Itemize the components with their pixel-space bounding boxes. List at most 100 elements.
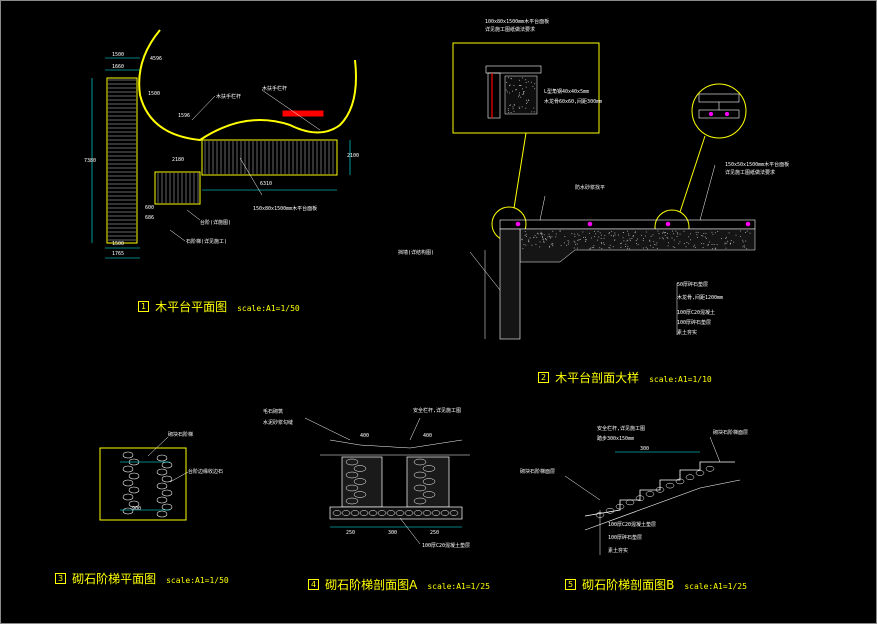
- dim-2180: 2180: [172, 157, 185, 163]
- stone-shape: [128, 486, 140, 494]
- gravel-dot: [627, 239, 629, 241]
- gravel-dot: [688, 236, 690, 238]
- gravel-dot: [576, 243, 578, 245]
- section-note-8: 50厚碎石垫层: [677, 282, 709, 288]
- stone-shape: [675, 478, 685, 485]
- step-section-b: [564, 436, 741, 555]
- gravel-dot: [685, 246, 687, 248]
- gravel-dot: [585, 241, 587, 243]
- gravel-dot: [578, 239, 580, 241]
- stepA-note-3: 安全栏杆,详见施工图: [413, 408, 462, 414]
- gravel-dot: [742, 239, 744, 241]
- gravel-dot: [507, 109, 509, 111]
- gravel-dot: [555, 236, 557, 238]
- gravel-dot: [742, 246, 744, 248]
- stone-shape: [122, 465, 134, 473]
- gravel-dot: [712, 233, 714, 235]
- gravel-dot: [721, 237, 723, 239]
- gravel-dot: [742, 241, 744, 243]
- stone-shape: [345, 471, 359, 479]
- stone-shape: [122, 479, 134, 487]
- gravel-dot: [559, 230, 561, 232]
- gravel-dot: [697, 232, 699, 234]
- gravel-dot: [609, 244, 611, 246]
- gravel-dot: [600, 234, 602, 236]
- gravel-dot: [542, 236, 544, 238]
- title-text: 木平台剖面大样: [555, 371, 640, 385]
- gravel-dot: [608, 232, 610, 234]
- gravel-dot: [585, 236, 587, 238]
- stone-shape: [350, 510, 360, 516]
- gravel-dot: [743, 244, 745, 246]
- gravel-dot: [635, 243, 637, 245]
- gravel-dot: [708, 241, 710, 243]
- dim-1500: 1500: [112, 52, 125, 58]
- stone-shape: [705, 466, 715, 472]
- gravel-dot: [523, 90, 525, 92]
- gravel-dot: [600, 238, 602, 240]
- stone-shape: [122, 493, 134, 501]
- gravel-dot: [609, 247, 611, 249]
- gravel-dot: [657, 230, 659, 232]
- gravel-dot: [543, 241, 545, 243]
- gravel-dot: [574, 241, 576, 243]
- gravel-dot: [595, 233, 597, 235]
- gravel-dot: [623, 240, 625, 242]
- title-text: 砌石阶梯剖面图B: [582, 578, 675, 592]
- dim-6310: 6310: [260, 181, 273, 187]
- gravel-dot: [620, 242, 622, 244]
- gravel-dot: [627, 246, 629, 248]
- stone-shape: [359, 510, 369, 516]
- gravel-dot: [537, 233, 539, 235]
- gravel-dot: [535, 243, 537, 245]
- stone-shape: [635, 495, 645, 501]
- gravel-dot: [520, 96, 522, 98]
- gravel-dot: [608, 247, 610, 249]
- gravel-dot: [523, 92, 525, 94]
- gravel-dot: [674, 247, 676, 249]
- gravel-dot: [526, 103, 528, 105]
- gravel-dot: [645, 231, 647, 233]
- platform-section: [452, 42, 756, 340]
- gravel-dot: [733, 241, 735, 243]
- stone-shape: [625, 499, 635, 506]
- gravel-dot: [521, 88, 523, 90]
- gravel-dot: [694, 244, 696, 246]
- stone-shape: [422, 465, 436, 472]
- gravel-dot: [726, 242, 728, 244]
- gravel-dot: [510, 111, 512, 113]
- gravel-dot: [525, 107, 527, 109]
- gravel-dot: [599, 232, 601, 234]
- stone-shape: [422, 491, 436, 498]
- stone-shape: [156, 496, 168, 504]
- stair-strip: [106, 77, 138, 244]
- gravel-dot: [635, 240, 637, 242]
- gravel-dot: [513, 110, 515, 112]
- gravel-dot: [694, 247, 696, 249]
- gravel-dot: [548, 245, 550, 247]
- gravel-dot: [650, 245, 652, 247]
- gravel-dot: [714, 247, 716, 249]
- callout-circle-right: [691, 83, 747, 139]
- gravel-dot: [631, 237, 633, 239]
- gravel-dot: [658, 233, 660, 235]
- title-scale: scale:A1=1/10: [649, 375, 712, 384]
- gravel-dot: [532, 86, 534, 88]
- title-number: 1: [138, 301, 150, 312]
- gravel-dot: [620, 243, 622, 245]
- stepB-note-6: 素土夯实: [608, 548, 629, 554]
- gravel-dot: [724, 242, 726, 244]
- gravel-dot: [576, 247, 578, 249]
- gravel-dot: [519, 84, 521, 86]
- stone-shape: [345, 458, 359, 466]
- section-note-11: 素土夯实: [677, 330, 698, 336]
- gravel-dot: [690, 233, 692, 235]
- gravel-dot: [613, 235, 615, 237]
- gravel-dot: [725, 236, 727, 238]
- gravel-dot: [512, 108, 514, 110]
- gravel-dot: [665, 232, 667, 234]
- gravel-dot: [608, 233, 610, 235]
- gravel-dot: [712, 248, 714, 250]
- gravel-dot: [540, 231, 542, 233]
